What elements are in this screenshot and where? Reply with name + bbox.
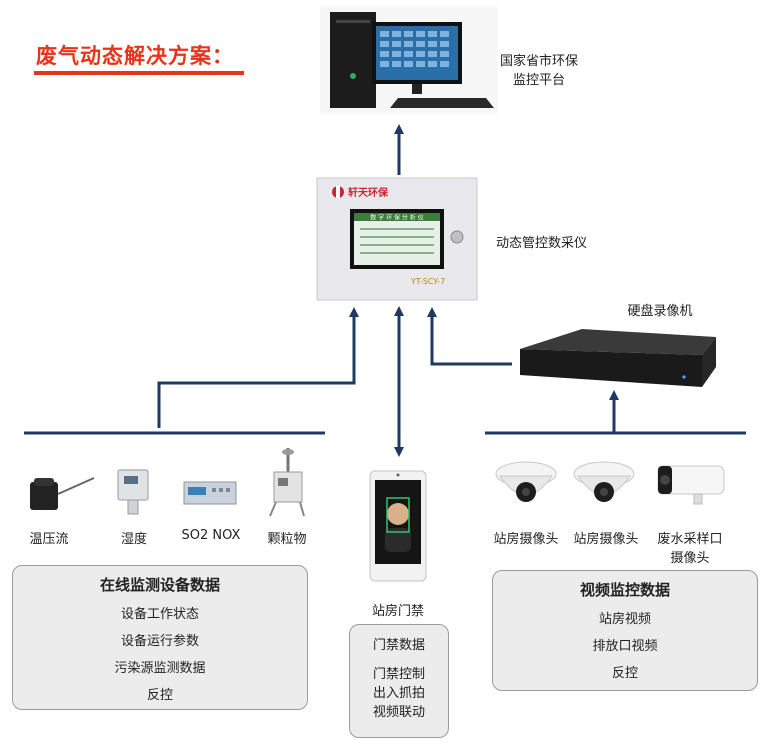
camera-label-line1: 废水采样口 [657, 532, 723, 547]
online-panel-title: 在线监测设备数据 [99, 576, 220, 594]
svg-text:轩天环保: 轩天环保 [348, 186, 389, 199]
monitor-computer-icon [320, 6, 498, 114]
door-label: 站房门禁 [371, 604, 424, 619]
arrow-sensors-to-collector [157, 307, 359, 428]
hard-disk-recorder-icon [520, 329, 716, 387]
particulate-monitor-icon [269, 448, 305, 517]
online-panel-item: 设备工作状态 [120, 607, 199, 622]
online-panel-item: 设备运行参数 [120, 634, 199, 649]
online-panel-item: 污染源监测数据 [114, 661, 206, 676]
gas-analyzer-icon [183, 481, 237, 505]
svg-text:数 字 环 保 分 析 仪: 数 字 环 保 分 析 仪 [370, 214, 423, 222]
temp-pressure-flow-sensor-icon [30, 477, 95, 510]
online-monitoring-data-panel: 在线监测设备数据 设备工作状态 设备运行参数 污染源监测数据 反控 [12, 565, 308, 710]
door-panel-item: 视频联动 [372, 705, 425, 720]
online-panel-item: 反控 [146, 688, 173, 703]
sensor-label-temp-pressure-flow: 温压流 [29, 532, 69, 547]
camera-label: 站房摄像头 [573, 532, 639, 547]
title-underline [34, 71, 244, 75]
camera-label: 站房摄像头 [493, 532, 559, 547]
page-title: 废气动态解决方案： [36, 44, 234, 68]
sensor-label-humidity: 湿度 [120, 532, 147, 547]
recorder-label: 硬盘录像机 [627, 304, 693, 319]
door-panel-item: 门禁数据 [372, 638, 425, 653]
video-monitoring-data-panel: 视频监控数据 站房视频 排放口视频 反控 [492, 570, 758, 691]
camera-label-line2: 摄像头 [670, 551, 710, 566]
face-recognition-door-terminal-icon [369, 470, 427, 582]
data-collector-device-icon: 轩天环保 数 字 环 保 分 析 仪 YT-SCY-7 [316, 177, 478, 301]
door-panel-item: 出入抓拍 [372, 686, 425, 701]
video-panel-title: 视频监控数据 [579, 581, 670, 599]
video-panel-item: 排放口视频 [592, 639, 658, 654]
bullet-camera-icon [657, 465, 725, 505]
arrow-recorder-to-collector [427, 307, 512, 366]
door-access-data-panel: 门禁数据 门禁控制 出入抓拍 视频联动 [349, 624, 449, 738]
sensor-label-particulate: 颗粒物 [267, 532, 307, 547]
video-panel-item: 反控 [611, 666, 638, 681]
platform-label-line1: 国家省市环保 [499, 54, 578, 69]
dome-camera-icon [495, 461, 557, 502]
svg-text:YT-SCY-7: YT-SCY-7 [410, 277, 445, 286]
door-panel-item: 门禁控制 [372, 667, 425, 682]
video-panel-item: 站房视频 [598, 612, 651, 627]
sensor-label-so2-nox: SO2 NOX [181, 528, 241, 543]
collector-label: 动态管控数采仪 [496, 236, 588, 251]
dome-camera-icon [573, 461, 635, 502]
humidity-sensor-icon [117, 469, 149, 515]
platform-label-line2: 监控平台 [512, 73, 565, 88]
